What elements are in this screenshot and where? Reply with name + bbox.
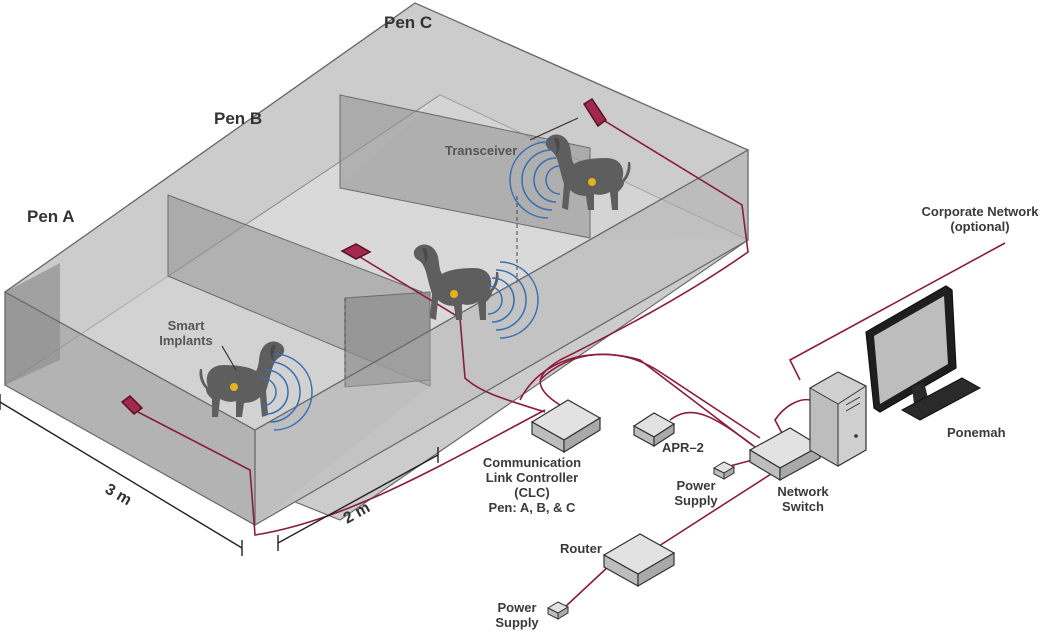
label-network-switch-1: Network <box>777 484 829 499</box>
dog-pen-c <box>545 134 631 210</box>
dogs <box>199 134 631 417</box>
implants-leader-line <box>221 345 237 371</box>
dimension-lines <box>0 394 439 556</box>
power-supply-1 <box>712 461 736 480</box>
implant-dot <box>230 383 238 391</box>
transceiver-pen-a <box>120 395 144 415</box>
enclosure-top-edges <box>3 2 750 431</box>
divider-bc <box>339 94 591 239</box>
clc-device <box>530 399 602 454</box>
label-pen-b: Pen B <box>214 109 262 128</box>
label-pen-a: Pen A <box>27 207 75 226</box>
monitor-screen <box>874 296 948 404</box>
label-power-supply-1b: Supply <box>674 493 718 508</box>
cable-pen-c <box>539 117 749 406</box>
left-end-wall <box>5 263 60 385</box>
label-dim-3m: 3 m <box>102 481 134 510</box>
label-ponemah: Ponemah <box>947 425 1006 440</box>
router-device <box>602 533 676 588</box>
dim-2m-line <box>277 454 439 544</box>
cable-clc-switch-b <box>519 353 753 446</box>
cable-corporate <box>788 242 1006 381</box>
label-clc-3: (CLC) <box>514 485 549 500</box>
cable-pen-b <box>359 256 546 413</box>
labels: Pen A Pen B Pen C Transceiver Smart Impl… <box>27 13 1039 630</box>
label-clc-2: Link Controller <box>486 470 578 485</box>
label-apr2: APR–2 <box>662 440 704 455</box>
label-transceiver: Transceiver <box>445 143 517 158</box>
label-corporate-1: Corporate Network <box>921 204 1039 219</box>
transceiver-pen-c <box>582 97 608 128</box>
devices <box>530 285 982 620</box>
signal-waves <box>261 141 561 431</box>
cable-router-switch <box>644 464 786 556</box>
dim-3m-line <box>0 401 243 549</box>
transceiver-leader-line <box>529 117 579 141</box>
label-corporate-2: (optional) <box>950 219 1009 234</box>
label-network-switch-2: Switch <box>782 499 824 514</box>
label-power-supply-2a: Power <box>497 600 536 615</box>
keyboard <box>900 377 982 421</box>
dog-pen-b <box>413 244 499 320</box>
implant-dot <box>588 178 596 186</box>
signal-waves-icon <box>261 353 313 431</box>
cable-apr2-switch <box>669 411 756 448</box>
cable-psu-router <box>564 564 611 608</box>
cable-pen-a <box>137 409 546 536</box>
apr2-device <box>632 412 676 448</box>
label-power-supply-1a: Power <box>676 478 715 493</box>
label-pen-c: Pen C <box>384 13 432 32</box>
dog-pen-a <box>199 341 285 417</box>
cabling <box>137 117 1006 608</box>
transceiver-pen-b <box>340 243 372 260</box>
label-power-supply-2b: Supply <box>495 615 539 630</box>
signal-waves-icon <box>487 261 539 339</box>
transceivers <box>120 97 608 415</box>
signal-waves-icon <box>509 141 561 219</box>
label-clc-1: Communication <box>483 455 581 470</box>
desktop-computer-icon <box>809 285 982 467</box>
label-router: Router <box>560 541 602 556</box>
label-smart-implants-1: Smart <box>168 318 206 333</box>
implant-dot <box>450 290 458 298</box>
label-clc-4: Pen: A, B, & C <box>489 500 577 515</box>
pen-enclosure <box>3 2 750 527</box>
label-smart-implants-2: Implants <box>159 333 212 348</box>
cable-switch-pc <box>774 398 811 449</box>
power-supply-2 <box>546 601 570 620</box>
